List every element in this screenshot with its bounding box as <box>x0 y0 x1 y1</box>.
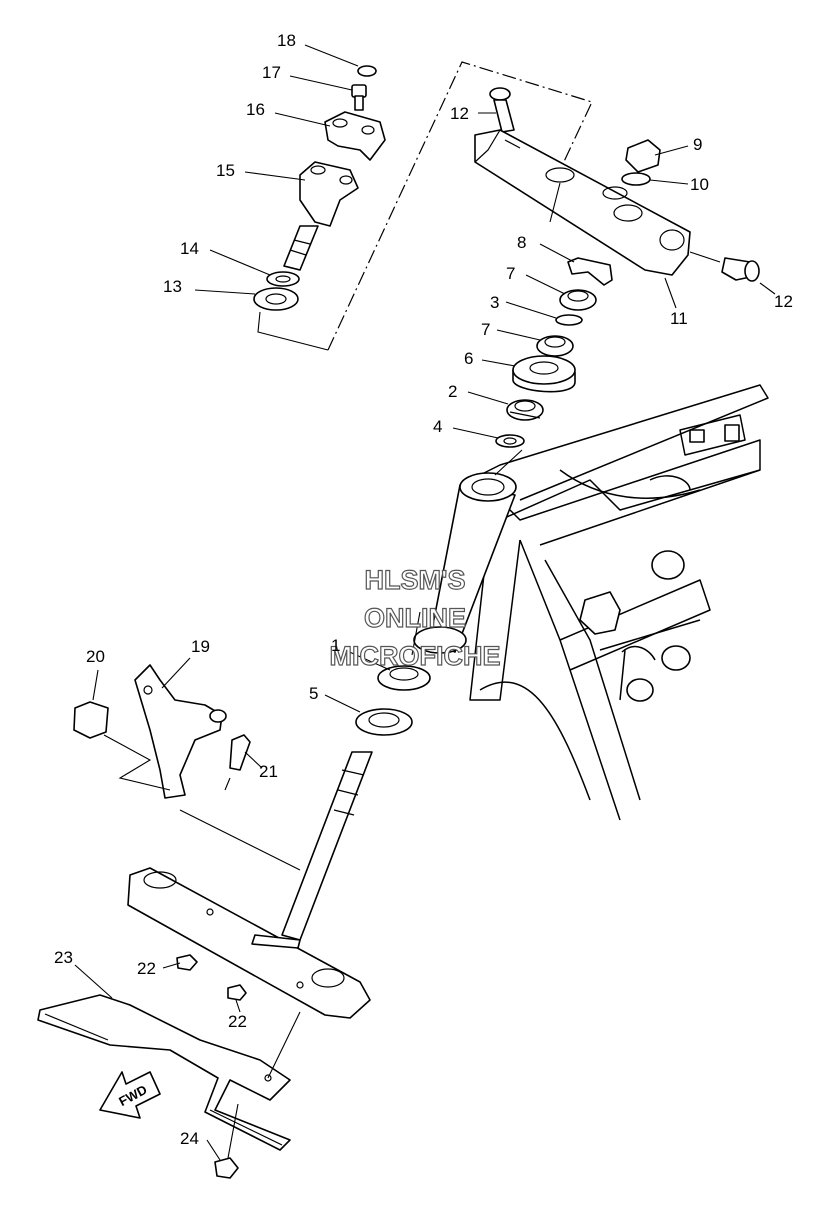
side-bracket-group <box>73 664 301 871</box>
callout-9: 9 <box>693 135 703 154</box>
callout-24: 24 <box>180 1129 199 1148</box>
frame-assembly <box>413 384 769 821</box>
upper-bracket-group <box>474 87 760 282</box>
watermark-line-1: HLSM'S <box>364 565 466 595</box>
callout-15: 15 <box>216 161 235 180</box>
callout-2: 2 <box>448 382 458 401</box>
watermark-line-2: ONLINE <box>363 603 466 633</box>
callout-23: 23 <box>54 948 73 967</box>
leader-lines <box>74 44 776 1161</box>
callout-16: 16 <box>246 100 265 119</box>
callout-8: 8 <box>517 233 527 252</box>
handlebar-holder-group <box>253 61 593 351</box>
callout-22a: 22 <box>137 959 156 978</box>
callout-12b: 12 <box>774 292 793 311</box>
callout-19: 19 <box>191 637 210 656</box>
fwd-arrow <box>99 1071 161 1119</box>
callout-3: 3 <box>490 293 500 312</box>
callout-6: 6 <box>464 349 474 368</box>
callout-13: 13 <box>163 277 182 296</box>
callout-21: 21 <box>259 762 278 781</box>
under-bracket-group <box>37 751 373 1179</box>
callout-14: 14 <box>180 239 199 258</box>
callout-18: 18 <box>277 31 296 50</box>
bearing-stack <box>355 182 613 736</box>
callout-7b: 7 <box>481 320 491 339</box>
callout-7a: 7 <box>506 264 516 283</box>
callout-11: 11 <box>670 309 688 328</box>
callout-5: 5 <box>309 684 319 703</box>
callout-4: 4 <box>433 417 443 436</box>
callout-22b: 22 <box>228 1012 247 1031</box>
callout-20: 20 <box>86 647 105 666</box>
callout-12a: 12 <box>450 104 469 123</box>
callout-1: 1 <box>331 636 341 655</box>
watermark-line-3: MICROFICHE <box>329 641 501 671</box>
callout-10: 10 <box>690 175 709 194</box>
callout-17: 17 <box>262 63 281 82</box>
